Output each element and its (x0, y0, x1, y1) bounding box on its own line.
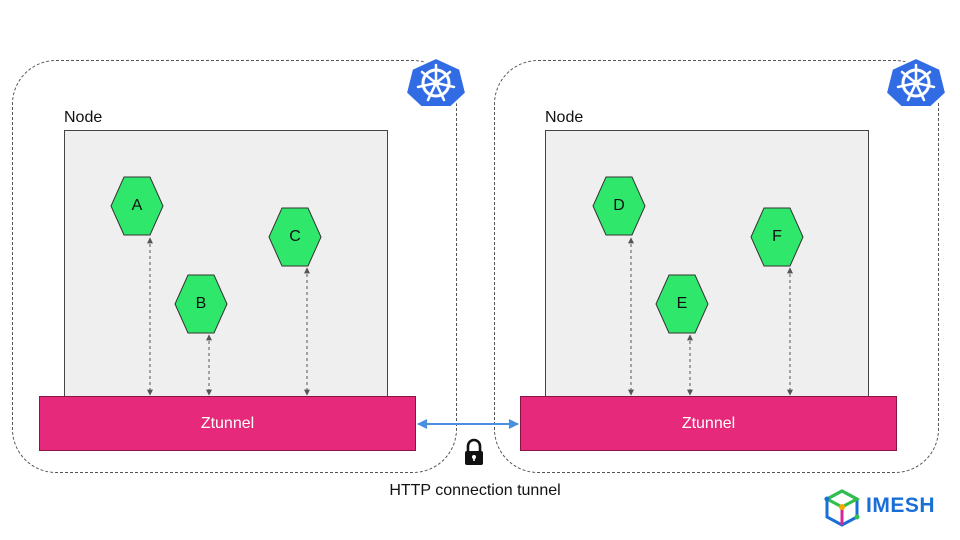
pod-f-label: F (772, 228, 782, 245)
pod-a: A (110, 176, 164, 236)
ztunnel-1-label: Ztunnel (200, 414, 255, 432)
lock-icon (465, 438, 483, 465)
cluster-2 (494, 60, 939, 473)
pod-e: E (655, 274, 709, 334)
pod-f: F (750, 207, 804, 267)
pod-b: B (174, 274, 228, 334)
ztunnel-2-label: Ztunnel (681, 414, 736, 432)
pod-e-label: E (676, 295, 688, 312)
node-1-box (64, 130, 388, 400)
pod-c-label: C (289, 228, 301, 245)
ztunnel-1: Ztunnel (39, 396, 416, 451)
pod-d-label: D (613, 197, 625, 214)
tunnel-label: HTTP connection tunnel (389, 482, 561, 499)
pod-d: D (592, 176, 646, 236)
node-2-box (545, 130, 869, 400)
cluster-1 (12, 60, 457, 473)
brand-name: IMESH (866, 494, 936, 517)
kubernetes-icon (404, 56, 468, 108)
imesh-logo: IMESH (822, 488, 942, 528)
node-1-label: Node (64, 109, 103, 126)
imesh-cube-icon (823, 489, 861, 527)
pod-a-label: A (131, 197, 143, 214)
pod-b-label: B (195, 295, 207, 312)
pod-c: C (268, 207, 322, 267)
ztunnel-2: Ztunnel (520, 396, 897, 451)
node-2-label: Node (545, 109, 584, 126)
kubernetes-icon (884, 56, 948, 108)
